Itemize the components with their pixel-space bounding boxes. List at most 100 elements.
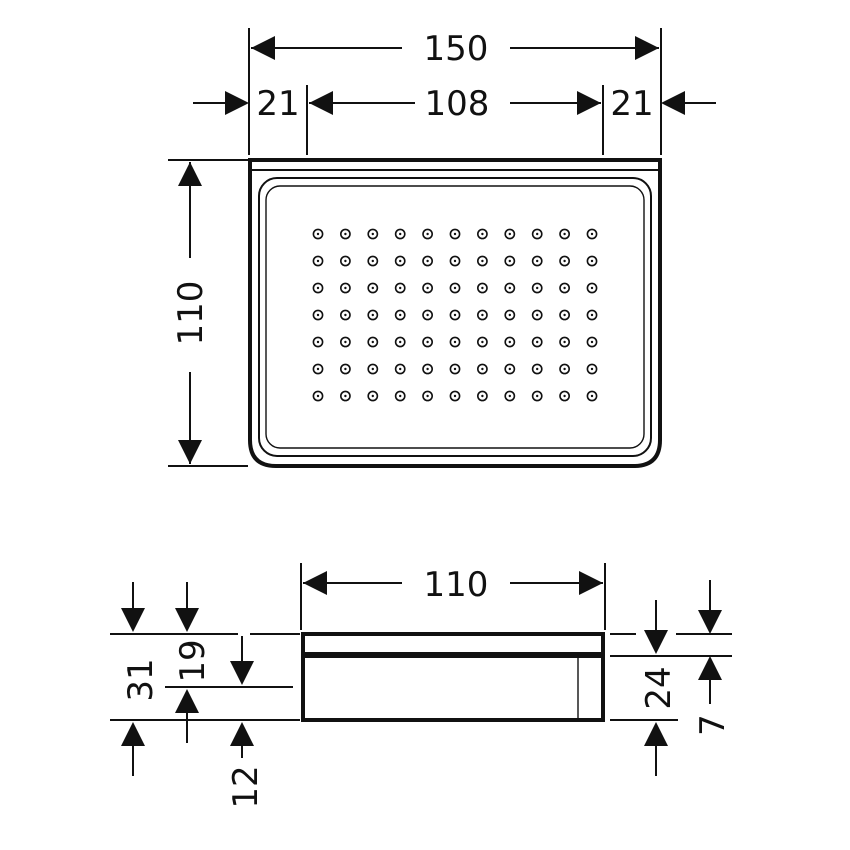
drain-hole-center: [453, 313, 457, 317]
drain-hole-center: [399, 313, 402, 317]
drain-hole-center: [426, 367, 429, 371]
drain-hole-center: [453, 394, 457, 398]
dim-depth-label: 110: [171, 281, 211, 346]
dim-inner-width-label: 108: [425, 84, 490, 124]
tray-basin-inner: [265, 185, 645, 449]
drain-hole-center: [399, 394, 402, 398]
drain-hole-center: [399, 367, 402, 371]
shelf-plate: [301, 632, 605, 656]
dim-right-height: 24: [639, 600, 679, 776]
top-view: 150 21 108 21 110: [168, 28, 716, 468]
drain-hole-center: [426, 313, 429, 317]
drain-hole-grid: [312, 228, 598, 402]
drain-hole-center: [508, 394, 511, 398]
drain-hole-center: [481, 313, 484, 317]
drain-hole-center: [316, 367, 320, 371]
drain-hole-center: [426, 340, 429, 344]
drain-hole-center: [371, 340, 374, 344]
drain-hole-center: [508, 286, 511, 290]
drain-hole-center: [316, 286, 320, 290]
drain-hole-center: [371, 394, 374, 398]
drain-hole-center: [563, 232, 566, 236]
drain-hole-center: [590, 340, 594, 344]
drain-hole-center: [536, 394, 539, 398]
dim-depth: 110: [168, 159, 248, 467]
drain-hole-center: [426, 394, 429, 398]
drain-hole-center: [481, 259, 484, 263]
shelf-body: [301, 654, 605, 722]
dim-right-height-label: 24: [639, 666, 679, 709]
drain-hole-center: [481, 340, 484, 344]
dim-total-height-label: 31: [121, 658, 161, 701]
drain-hole-center: [508, 232, 511, 236]
drain-hole-center: [590, 286, 594, 290]
drain-hole-center: [371, 259, 374, 263]
drain-hole-center: [536, 259, 539, 263]
drain-hole-center: [453, 259, 457, 263]
dim-bottom-offset-label: 12: [226, 765, 266, 808]
dim-side-depth-label: 110: [424, 565, 489, 605]
drain-hole-center: [536, 367, 539, 371]
drain-hole-center: [316, 340, 320, 344]
drain-hole-center: [590, 232, 594, 236]
drain-hole-center: [426, 286, 429, 290]
drain-hole-center: [371, 286, 374, 290]
dim-left-margin-label: 21: [256, 84, 299, 124]
drain-hole-center: [590, 367, 594, 371]
drain-hole-center: [481, 367, 484, 371]
drain-hole-center: [399, 340, 402, 344]
drain-hole-center: [563, 313, 566, 317]
dim-lip-height: 7: [693, 580, 733, 736]
tray-basin-outer: [258, 177, 652, 457]
dim-right-margin-label: 21: [610, 84, 653, 124]
drain-hole-center: [453, 286, 457, 290]
dim-side-depth: 110: [300, 563, 606, 630]
drain-hole-center: [481, 286, 484, 290]
drain-hole-center: [344, 367, 347, 371]
drain-hole-center: [344, 259, 347, 263]
drain-hole-center: [316, 232, 320, 236]
drain-hole-center: [316, 313, 320, 317]
drain-hole-center: [536, 340, 539, 344]
drain-hole-center: [563, 340, 566, 344]
drain-hole-center: [508, 259, 511, 263]
side-view: 110 31 19 12: [110, 563, 733, 809]
dim-bottom-offset: 12: [226, 636, 266, 809]
drain-hole-center: [590, 259, 594, 263]
drain-hole-center: [563, 367, 566, 371]
dim-overall-width-label: 150: [424, 29, 489, 69]
drain-hole-center: [316, 394, 320, 398]
drain-hole-center: [563, 259, 566, 263]
drain-hole-center: [426, 259, 429, 263]
dim-overall-width: 150: [248, 28, 662, 155]
dim-lip-height-label: 7: [693, 714, 733, 736]
drain-hole-center: [563, 286, 566, 290]
dim-inner-widths: 21 108 21: [193, 84, 716, 155]
drain-hole-center: [508, 340, 511, 344]
drain-hole-center: [426, 232, 429, 236]
dim-total-height: 31: [121, 582, 161, 776]
drain-hole-center: [536, 232, 539, 236]
drain-hole-center: [344, 394, 347, 398]
drain-hole-center: [481, 232, 484, 236]
drain-hole-center: [453, 340, 457, 344]
drain-hole-center: [453, 367, 457, 371]
drain-hole-center: [371, 313, 374, 317]
drain-hole-center: [371, 232, 374, 236]
drain-hole-center: [344, 286, 347, 290]
dim-body-height: 19: [173, 582, 213, 743]
drain-hole-center: [481, 394, 484, 398]
drain-hole-center: [399, 259, 402, 263]
dim-body-height-label: 19: [173, 639, 213, 682]
drain-hole-center: [508, 313, 511, 317]
drain-hole-center: [453, 232, 457, 236]
drain-hole-center: [399, 232, 402, 236]
drain-hole-center: [590, 394, 594, 398]
drain-hole-center: [536, 313, 539, 317]
drain-hole-center: [316, 259, 320, 263]
tray-outline: [248, 158, 662, 468]
drain-hole-center: [371, 367, 374, 371]
drain-hole-center: [590, 313, 594, 317]
drain-hole-center: [536, 286, 539, 290]
